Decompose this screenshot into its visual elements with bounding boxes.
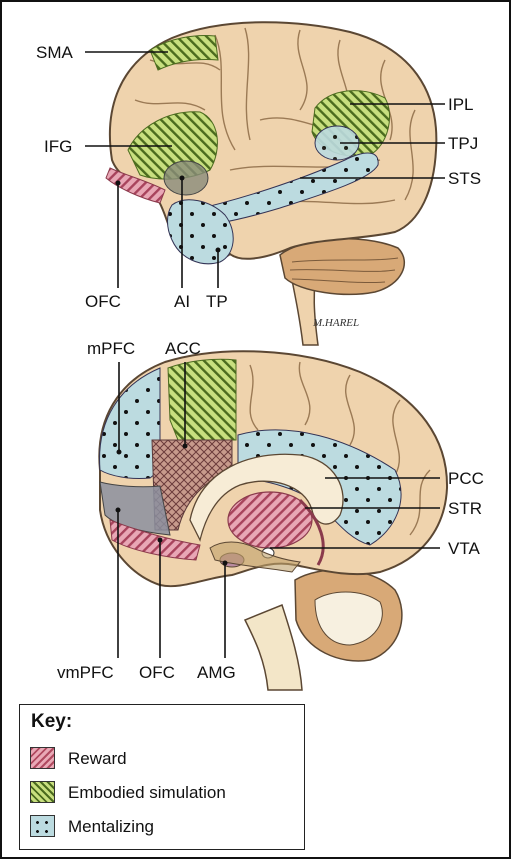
legend-item-mentalizing: Mentalizing <box>30 815 300 841</box>
label-vta: VTA <box>448 539 480 558</box>
lateral-cerebellum <box>280 239 404 295</box>
label-str: STR <box>448 499 482 518</box>
label-tpj: TPJ <box>448 134 478 153</box>
label-ai: AI <box>174 292 190 311</box>
label-ofc-medial: OFC <box>139 663 175 682</box>
medial-brain <box>99 351 447 690</box>
region-sma-medial <box>168 359 236 440</box>
artist-signature: M.HAREL <box>312 317 359 329</box>
lateral-brain: M.HAREL <box>106 22 436 345</box>
label-ifg: IFG <box>44 137 72 156</box>
label-sts: STS <box>448 169 481 188</box>
mentalizing-swatch <box>30 815 55 837</box>
embodied-swatch <box>30 781 55 803</box>
label-ipl: IPL <box>448 95 474 114</box>
label-tp: TP <box>206 292 228 311</box>
region-ai <box>164 161 208 195</box>
reward-swatch <box>30 747 55 769</box>
region-str <box>228 492 312 548</box>
legend-item-embodied: Embodied simulation <box>30 781 300 807</box>
label-mpfc: mPFC <box>87 339 135 358</box>
label-sma: SMA <box>36 43 74 62</box>
legend-title: Key: <box>31 711 72 733</box>
label-vmpfc: vmPFC <box>57 663 114 682</box>
legend-key: Key: Reward Embodied simulation Mentaliz… <box>19 704 305 850</box>
legend-label-mentalizing: Mentalizing <box>68 817 154 837</box>
label-amg: AMG <box>197 663 236 682</box>
medial-brainstem <box>245 605 302 690</box>
legend-item-reward: Reward <box>30 747 300 773</box>
label-pcc: PCC <box>448 469 484 488</box>
label-acc: ACC <box>165 339 201 358</box>
label-ofc-lateral: OFC <box>85 292 121 311</box>
legend-label-embodied: Embodied simulation <box>68 783 226 803</box>
legend-label-reward: Reward <box>68 749 127 769</box>
